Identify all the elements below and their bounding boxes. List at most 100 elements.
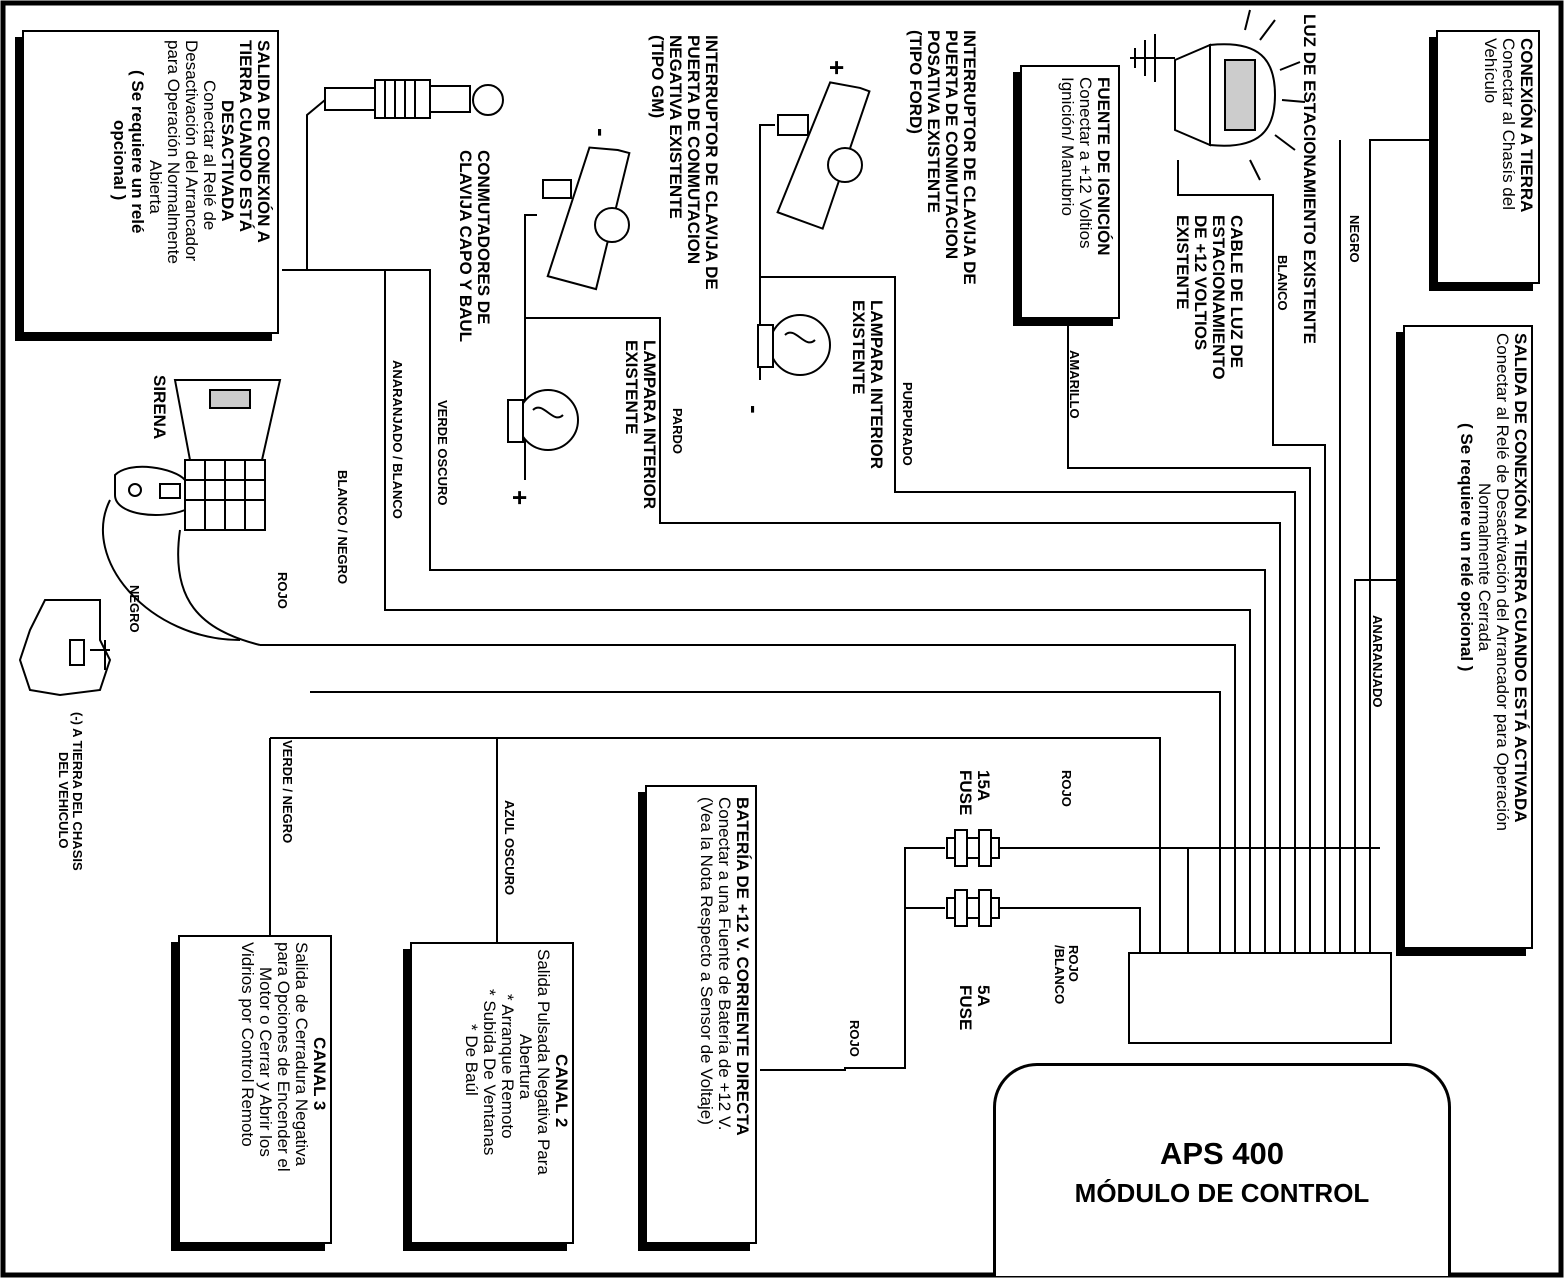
channel2-line: Salida Pulsada Negativa Para <box>533 949 553 1175</box>
wire-label-blanco: BLANCO <box>1275 255 1290 311</box>
inactive-box-title: TIERRA CUANDO ESTÁ <box>235 40 255 233</box>
wire-blanco-negro <box>260 644 1236 952</box>
module-connector <box>1128 952 1392 1044</box>
wire-rojo-siren <box>310 691 1221 952</box>
wire-pardo <box>525 317 1281 952</box>
channel3-line: Vidrios por Control Remoto <box>237 942 257 1147</box>
wire-label-rojo-battery: ROJO <box>847 1020 862 1057</box>
fuse-15a-icon <box>946 829 1000 867</box>
wire-label-rojo-siren: ROJO <box>275 572 290 609</box>
inactive-box-line: Abierta <box>145 160 165 214</box>
channel2-title: CANAL 2 <box>552 1054 571 1128</box>
wire-blanco <box>1177 160 1326 952</box>
battery-box-title: BATERÍA DE +12 V. CORRIENTE DIRECTA <box>733 797 752 1136</box>
control-module-box: APS 400 MÓDULO DE CONTROL <box>993 1063 1451 1276</box>
module-name: MÓDULO DE CONTROL <box>1074 1178 1370 1208</box>
wire-label-azul-oscuro: AZUL OSCURO <box>502 800 517 896</box>
parking-light-label: LUZ DE ESTACIONAMIENTO EXISTENTE <box>1300 14 1319 344</box>
wire-label-amarillo: AMARILLO <box>1067 350 1082 419</box>
inactive-box-line: Conectar al Relé de <box>199 80 219 231</box>
wire-verde-oscuro <box>306 99 1266 952</box>
channel3-line: Salida de Cerradura Negativa <box>291 942 311 1166</box>
active-box-line: Normalmente Cerrada <box>1474 483 1494 652</box>
siren-label: SIRENA <box>150 375 169 440</box>
wire-label-rojo-15a: ROJO <box>1059 770 1074 807</box>
battery-box-line: (Vea la Nota Respecto a Sensor de Voltaj… <box>696 797 716 1125</box>
lamp1-minus-sign: - <box>740 405 770 414</box>
active-box-note: ( Se requiere un relé opcional ) <box>1456 423 1476 672</box>
wire-15a <box>760 847 1380 1071</box>
wires <box>102 99 1436 1071</box>
channel-3-box: CANAL 3 Salida de Cerradura Negativa par… <box>178 935 332 1244</box>
wire-label-anaranjado: ANARANJADO <box>1370 615 1385 708</box>
starter-disable-active-box: SALIDA DE CONEXIÓN A TIERRA CUANDO ESTÁ … <box>1403 325 1533 949</box>
inactive-box-note: ( Se requiere un relé <box>127 70 147 234</box>
ford-switch-wire <box>759 124 775 380</box>
wire-label-negro-siren: NEGRO <box>127 585 142 633</box>
channel3-line: Motor o Cerrar y Abrir los <box>255 967 275 1157</box>
ground-connection-box: CONEXIÓN A TIERRA Conectar al Chasís del… <box>1436 30 1540 284</box>
parking-wire-label: CABLE DE LUZ DE ESTACIONAMIENTO DE +12 V… <box>1172 215 1246 380</box>
ignition-box-title: FUENTE DE IGNICIÓN <box>1094 77 1113 256</box>
fuse-15a-label: 15A FUSE <box>955 770 993 816</box>
ground-box-line: Conectar al Chasís del <box>1498 38 1518 210</box>
gm-pin-switch-icon <box>542 146 631 291</box>
lamp-interior-2-label: LAMPARA INTERIOR EXISTENTE <box>621 340 659 510</box>
wire-label-verde-oscuro: VERDE OSCURO <box>435 400 450 506</box>
wire-label-rojo-blanco: ROJO /BLANCO <box>1052 945 1081 1005</box>
channel2-line: * Subida De Ventanas <box>479 989 499 1156</box>
fuse-5a-icon <box>946 889 1000 927</box>
chassis-ground-label: (-) A TIERRA DEL CHASIS DEL VEHICULO <box>56 712 85 871</box>
ground-box-line: Vehículo <box>1480 38 1500 104</box>
wire-amarillo <box>1067 315 1311 952</box>
interior-lamp-1-icon <box>757 314 831 376</box>
inactive-box-line: para Operación Normalmente <box>163 40 183 264</box>
channel3-line: para Opciones de Encender el <box>273 942 293 1172</box>
ignition-box-line: Ignición/ Manubrio <box>1057 77 1077 216</box>
wire-label-negro: NEGRO <box>1347 215 1362 263</box>
ford-pin-switch-icon <box>776 81 871 230</box>
gm-switch-label: INTERRUPTOR DE CLAVIJA DE PUERTA DE CONM… <box>647 35 721 290</box>
gm-switch-wire <box>524 214 537 480</box>
ignition-box-line: Conectar a +12 Voltios <box>1075 77 1095 249</box>
inactive-box-line: Desactivación del Arrancador <box>181 40 201 262</box>
siren-icon <box>114 379 282 531</box>
ford-plus-sign: + <box>822 60 852 76</box>
lamp2-plus-sign: + <box>505 490 535 506</box>
active-box-title: SALIDA DE CONEXIÓN A TIERRA CUANDO ESTÁ … <box>1511 333 1530 823</box>
wire-label-verde-negro: VERDE / NEGRO <box>280 740 295 844</box>
inactive-box-note: opcional ) <box>109 120 129 201</box>
parking-light-icon <box>1174 9 1306 181</box>
channel2-line: Abertura <box>515 1034 535 1100</box>
wire-label-blanco-negro: BLANCO / NEGRO <box>335 470 350 585</box>
wire-anaranjado <box>1354 579 1398 952</box>
inactive-box-title: SALIDA DE CONEXIÓN A <box>254 40 273 243</box>
channel2-line: * De Baúl <box>461 1024 481 1096</box>
module-model: APS 400 <box>1159 1136 1285 1171</box>
wire-5a <box>1000 907 1141 952</box>
inactive-box-title: DESACTIVADA <box>217 100 237 222</box>
ground-symbol-icon <box>1130 34 1175 82</box>
channel2-line: * Arranque Remoto <box>497 994 517 1139</box>
hood-trunk-label: CONMUTADORES DE CLAVIJA CAPO Y BAUL <box>455 150 493 343</box>
hood-trunk-plunger-icon <box>324 79 504 119</box>
wire-label-pardo: PARDO <box>670 408 685 454</box>
wire-label-anaranjado-blanco: ANARANJADO / BLANCO <box>390 360 405 519</box>
ground-box-title: CONEXIÓN A TIERRA <box>1517 38 1536 213</box>
fuse-5a-label: 5A FUSE <box>955 985 993 1031</box>
lamp-interior-1-label: LAMPARA INTERIOR EXISTENTE <box>848 300 886 470</box>
channel3-title: CANAL 3 <box>310 1037 329 1111</box>
battery-box-line: Conectar a una Fuente de Batería de +12 … <box>714 797 734 1131</box>
interior-lamp-2-icon <box>507 389 579 451</box>
wire-anaranjado-blanco <box>282 269 1251 952</box>
gm-minus-sign: - <box>587 128 617 137</box>
channel-2-box: CANAL 2 Salida Pulsada Negativa Para Abe… <box>410 942 574 1244</box>
battery-box: BATERÍA DE +12 V. CORRIENTE DIRECTA Cone… <box>645 785 757 1244</box>
active-box-line: Conectar al Relé de Desactivación del Ar… <box>1492 333 1512 831</box>
wire-negro <box>1369 139 1436 952</box>
ignition-source-box: FUENTE DE IGNICIÓN Conectar a +12 Voltio… <box>1020 65 1120 319</box>
chassis-ground-icon <box>18 599 112 697</box>
